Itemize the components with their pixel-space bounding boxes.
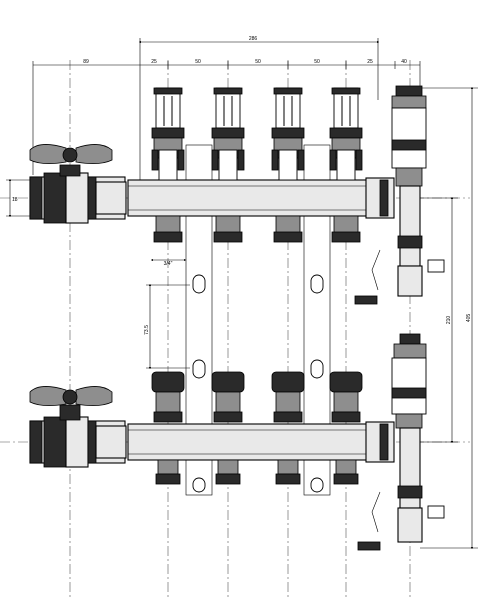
dim-pipe-left: 18 [12,197,18,203]
supply-air-vent [354,85,445,305]
return-valve [211,371,245,485]
flow-meter [329,87,363,243]
butterfly-handle-icon [29,386,67,406]
return-valves [151,371,363,485]
dim-seg-a: 25 [151,59,157,65]
return-valve [329,371,363,485]
flow-meters [151,87,363,243]
dim-spacing-1: 50 [195,59,201,65]
dim-right-offset: 40 [401,59,407,65]
flow-meter [271,87,305,243]
dim-right-inner: 210 [446,316,452,325]
return-manifold [29,386,395,468]
dim-left-offset: 89 [83,59,89,65]
dim-spacing-2: 50 [255,59,261,65]
return-ball-valve [29,386,127,468]
return-valve [271,371,305,485]
dim-spacing-3: 50 [314,59,320,65]
return-air-vent [357,333,445,551]
dim-outlet-height: 73.5 [144,325,150,335]
dim-seg-b: 25 [367,59,373,65]
dimension-lines: 286 89 25 50 50 50 25 40 18 50 3/4" 73.5 [6,36,478,550]
dim-total-width: 286 [249,36,258,42]
supply-ball-valve [29,144,127,224]
flow-meter [211,87,245,243]
supply-manifold [29,144,395,224]
flow-meter [151,87,185,243]
dim-total-height: 405 [466,314,472,323]
dim-thread: 3/4" [164,261,173,267]
return-valve [151,371,185,485]
mounting-brackets [185,144,331,496]
butterfly-handle-icon [29,144,67,164]
